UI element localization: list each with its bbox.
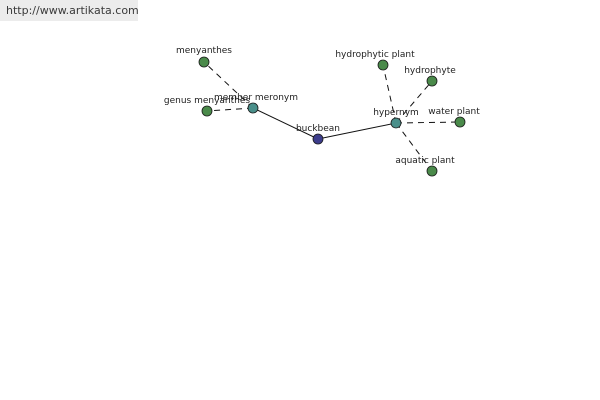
node-label-hydrophyte[interactable]: hydrophyte [404, 66, 456, 76]
node-water-plant[interactable] [454, 116, 466, 128]
node-hydrophyte[interactable] [426, 75, 438, 87]
edge-member-meronym-to-menyanthes [203, 61, 254, 109]
edge-hypernym-to-water-plant [395, 121, 461, 124]
node-aquatic-plant[interactable] [426, 165, 438, 177]
node-hypernym[interactable] [390, 117, 402, 129]
node-hydrophytic-plant[interactable] [377, 59, 389, 71]
node-label-member-meronym[interactable]: member meronym [214, 93, 298, 103]
edge-member-meronym-to-genus-menyanthes [206, 107, 254, 112]
node-genus-menyanthes[interactable] [201, 105, 213, 117]
graph-labels: buckbean member meronym hypernym menyanthes… [164, 46, 480, 166]
edge-buckbean-to-hypernym [317, 122, 397, 140]
site-url-text[interactable]: http://www.artikata.com [6, 4, 138, 17]
edge-hypernym-to-hydrophytic-plant [382, 64, 397, 124]
node-member-meronym[interactable] [247, 102, 259, 114]
node-label-aquatic-plant[interactable]: aquatic plant [395, 156, 455, 166]
site-url-banner[interactable]: http://www.artikata.com [0, 0, 138, 21]
edge-hypernym-to-aquatic-plant [395, 122, 433, 172]
graph-nodes [198, 56, 466, 177]
edge-buckbean-to-member-meronym [252, 107, 319, 140]
node-label-water-plant[interactable]: water plant [428, 107, 480, 117]
node-label-menyanthes[interactable]: menyanthes [176, 46, 232, 56]
node-label-genus-menyanthes[interactable]: genus menyanthes [164, 96, 251, 106]
node-menyanthes[interactable] [198, 56, 210, 68]
node-label-buckbean[interactable]: buckbean [296, 124, 340, 134]
node-label-hydrophytic-plant[interactable]: hydrophytic plant [335, 50, 415, 60]
graph-edges [203, 61, 461, 172]
edge-hypernym-to-hydrophyte [395, 80, 433, 124]
node-buckbean[interactable] [312, 133, 324, 145]
node-label-hypernym[interactable]: hypernym [373, 108, 419, 118]
